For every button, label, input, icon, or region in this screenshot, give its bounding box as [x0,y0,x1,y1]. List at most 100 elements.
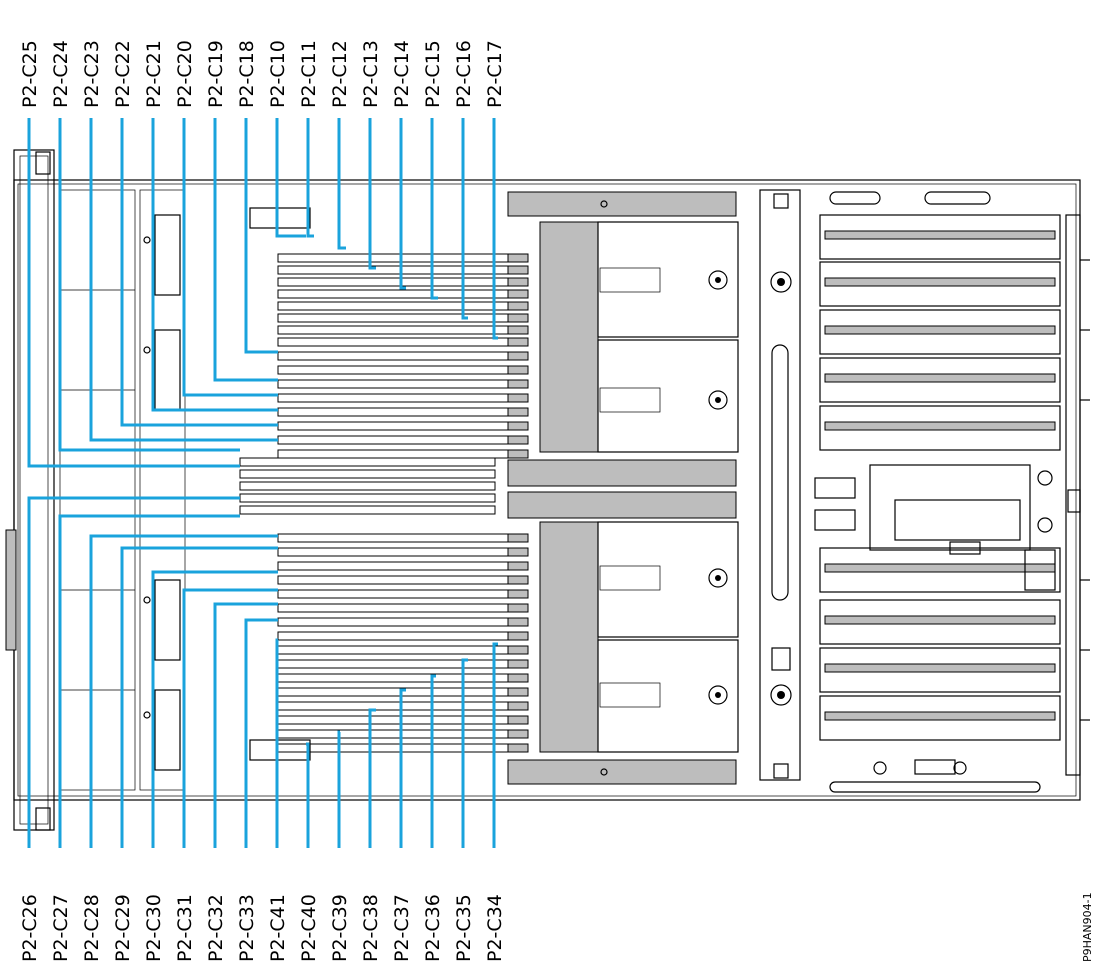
leader-line-bottom-0 [27,496,240,848]
leader-line-bottom-11 [368,708,376,848]
top-slot-label-7: P2-C18 [236,40,258,108]
lower-dimm-bank [249,533,529,761]
top-slot-label-15: P2-C17 [484,40,506,108]
top-slot-label-13: P2-C15 [422,40,444,108]
dimm-slot-upper-11 [277,393,529,403]
top-slot-label-14: P2-C16 [453,40,475,108]
leader-line-top-12 [399,118,406,290]
dimm-slot-middle-3 [239,493,496,503]
pcie-slot-upper-2 [819,309,1061,355]
bottom-slot-label-12: P2-C37 [391,894,413,962]
leader-line-bottom-10 [337,730,341,848]
pcie-slot-upper-4 [819,405,1061,451]
dimm-slot-upper-4 [277,301,529,311]
top-slot-label-4: P2-C21 [143,40,165,108]
leader-line-bottom-8 [275,638,279,848]
leader-line-top-9 [306,118,314,238]
dimm-slot-upper-8 [277,351,529,361]
leader-line-top-8 [275,118,306,238]
dimm-slot-lower-15 [277,743,529,753]
dimm-slot-upper-1 [277,265,529,275]
dimm-slot-upper-3 [277,289,529,299]
leader-lines [27,118,498,848]
pcie-slot-lower-2 [819,647,1061,693]
dimm-slot-lower-6 [277,617,529,627]
top-slot-label-2: P2-C23 [81,40,103,108]
pcie-slot-upper-1 [819,261,1061,307]
dimm-slot-upper-9 [277,365,529,375]
dimm-slot-lower-10 [277,673,529,683]
dimm-slot-lower-2 [277,561,529,571]
leader-line-top-1 [58,118,240,452]
bottom-slot-label-8: P2-C41 [267,894,289,962]
dimm-slot-lower-4 [277,589,529,599]
dimm-slot-upper-13 [277,421,529,431]
dimm-slot-upper-7 [277,337,529,347]
top-slot-label-9: P2-C11 [298,40,320,108]
pcie-slot-upper-3 [819,357,1061,403]
dimm-slot-lower-7 [277,631,529,641]
leader-line-bottom-4 [151,570,278,848]
dimm-slot-middle-1 [239,469,496,479]
left-bracket [13,149,55,831]
dimm-slot-upper-6 [277,325,529,335]
middle-dimm-bank [239,457,496,515]
pcie-slot-upper-0 [819,214,1061,260]
dimm-slot-upper-0 [277,253,529,263]
bottom-slot-label-7: P2-C33 [236,894,258,962]
top-slot-label-6: P2-C19 [205,40,227,108]
right-edge-latches [1065,214,1090,776]
dimm-slot-upper-12 [277,407,529,417]
top-slot-label-10: P2-C12 [329,40,351,108]
leader-line-bottom-6 [213,602,278,848]
bottom-slot-label-4: P2-C30 [143,894,165,962]
leader-line-top-0 [27,118,240,468]
leader-line-bottom-7 [244,618,278,848]
dimm-slot-lower-13 [277,715,529,725]
leader-line-top-2 [89,118,278,442]
dimm-slot-upper-15 [277,449,529,459]
processor-heatsinks [539,221,739,753]
leader-line-bottom-9 [306,742,310,848]
leader-line-top-6 [213,118,278,382]
dimm-slot-upper-14 [277,435,529,445]
leader-line-top-5 [182,118,278,397]
top-slot-label-3: P2-C22 [112,40,134,108]
top-slot-label-0: P2-C25 [19,40,41,108]
leader-line-top-3 [120,118,278,427]
top-slot-label-11: P2-C13 [360,40,382,108]
bottom-slot-label-10: P2-C39 [329,894,351,962]
bottom-slot-label-5: P2-C31 [174,894,196,962]
leader-line-top-11 [368,118,376,270]
dimm-slot-upper-5 [277,313,529,323]
dimm-slot-lower-3 [277,575,529,585]
leader-line-bottom-15 [492,642,498,848]
bottom-slot-label-13: P2-C36 [422,894,444,962]
leader-line-bottom-1 [58,514,240,848]
leader-line-top-7 [244,118,278,354]
leader-line-top-13 [430,118,438,300]
leader-line-top-15 [492,118,498,340]
dimm-slot-lower-8 [277,645,529,655]
leader-line-top-10 [337,118,346,250]
left-fan-modules [59,189,186,791]
leader-line-bottom-12 [399,688,406,848]
leader-line-bottom-3 [120,546,278,848]
leader-line-bottom-5 [182,588,278,848]
dimm-slot-lower-12 [277,701,529,711]
bottom-slot-label-11: P2-C38 [360,894,382,962]
upper-dimm-bank [249,207,529,459]
bottom-slot-label-9: P2-C40 [298,894,320,962]
pcie-slot-lower-0 [819,547,1061,593]
leader-line-top-4 [151,118,278,412]
leader-line-top-14 [461,118,468,320]
bottom-slot-label-2: P2-C28 [81,894,103,962]
system-board-drawing [5,149,1090,831]
bottom-slot-label-1: P2-C27 [50,894,72,962]
bottom-slot-label-0: P2-C26 [19,894,41,962]
leader-line-bottom-2 [89,534,278,848]
dimm-slot-upper-10 [277,379,529,389]
top-slot-label-12: P2-C14 [391,40,413,108]
dimm-slot-lower-9 [277,659,529,669]
